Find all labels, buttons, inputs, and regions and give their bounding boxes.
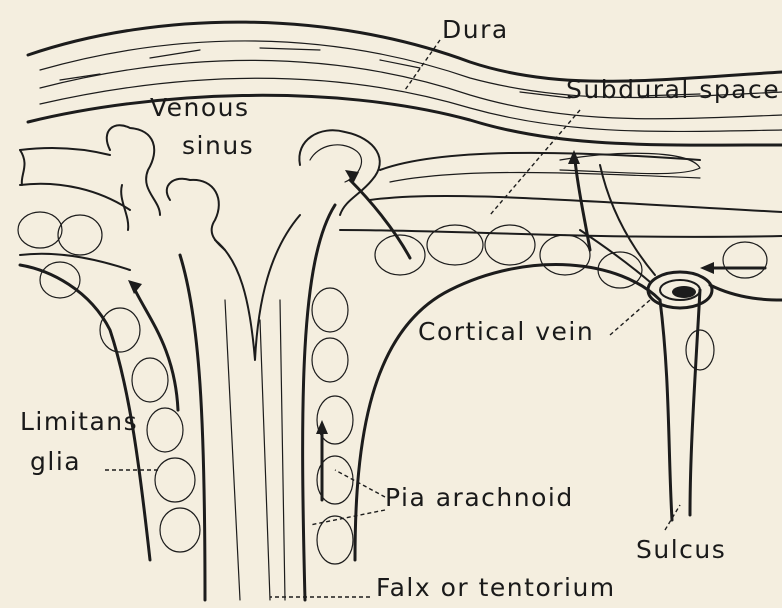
cortical-vein-label: Cortical vein [418, 318, 594, 347]
subdural-space-label: Subdural space [566, 76, 780, 105]
glia-label: glia [30, 448, 81, 477]
dura-label: Dura [442, 16, 509, 45]
arachnoid-bands [20, 148, 782, 270]
falx-or-tentorium-label: Falx or tentorium [376, 574, 616, 603]
pia-arachnoid-label: Pia arachnoid [385, 484, 574, 513]
venous-label: Venous [150, 94, 250, 123]
sulcus-label: Sulcus [636, 536, 726, 565]
limitans-label: Limitans [20, 408, 138, 437]
falx-structure [180, 205, 335, 600]
sinus-label: sinus [182, 132, 254, 161]
